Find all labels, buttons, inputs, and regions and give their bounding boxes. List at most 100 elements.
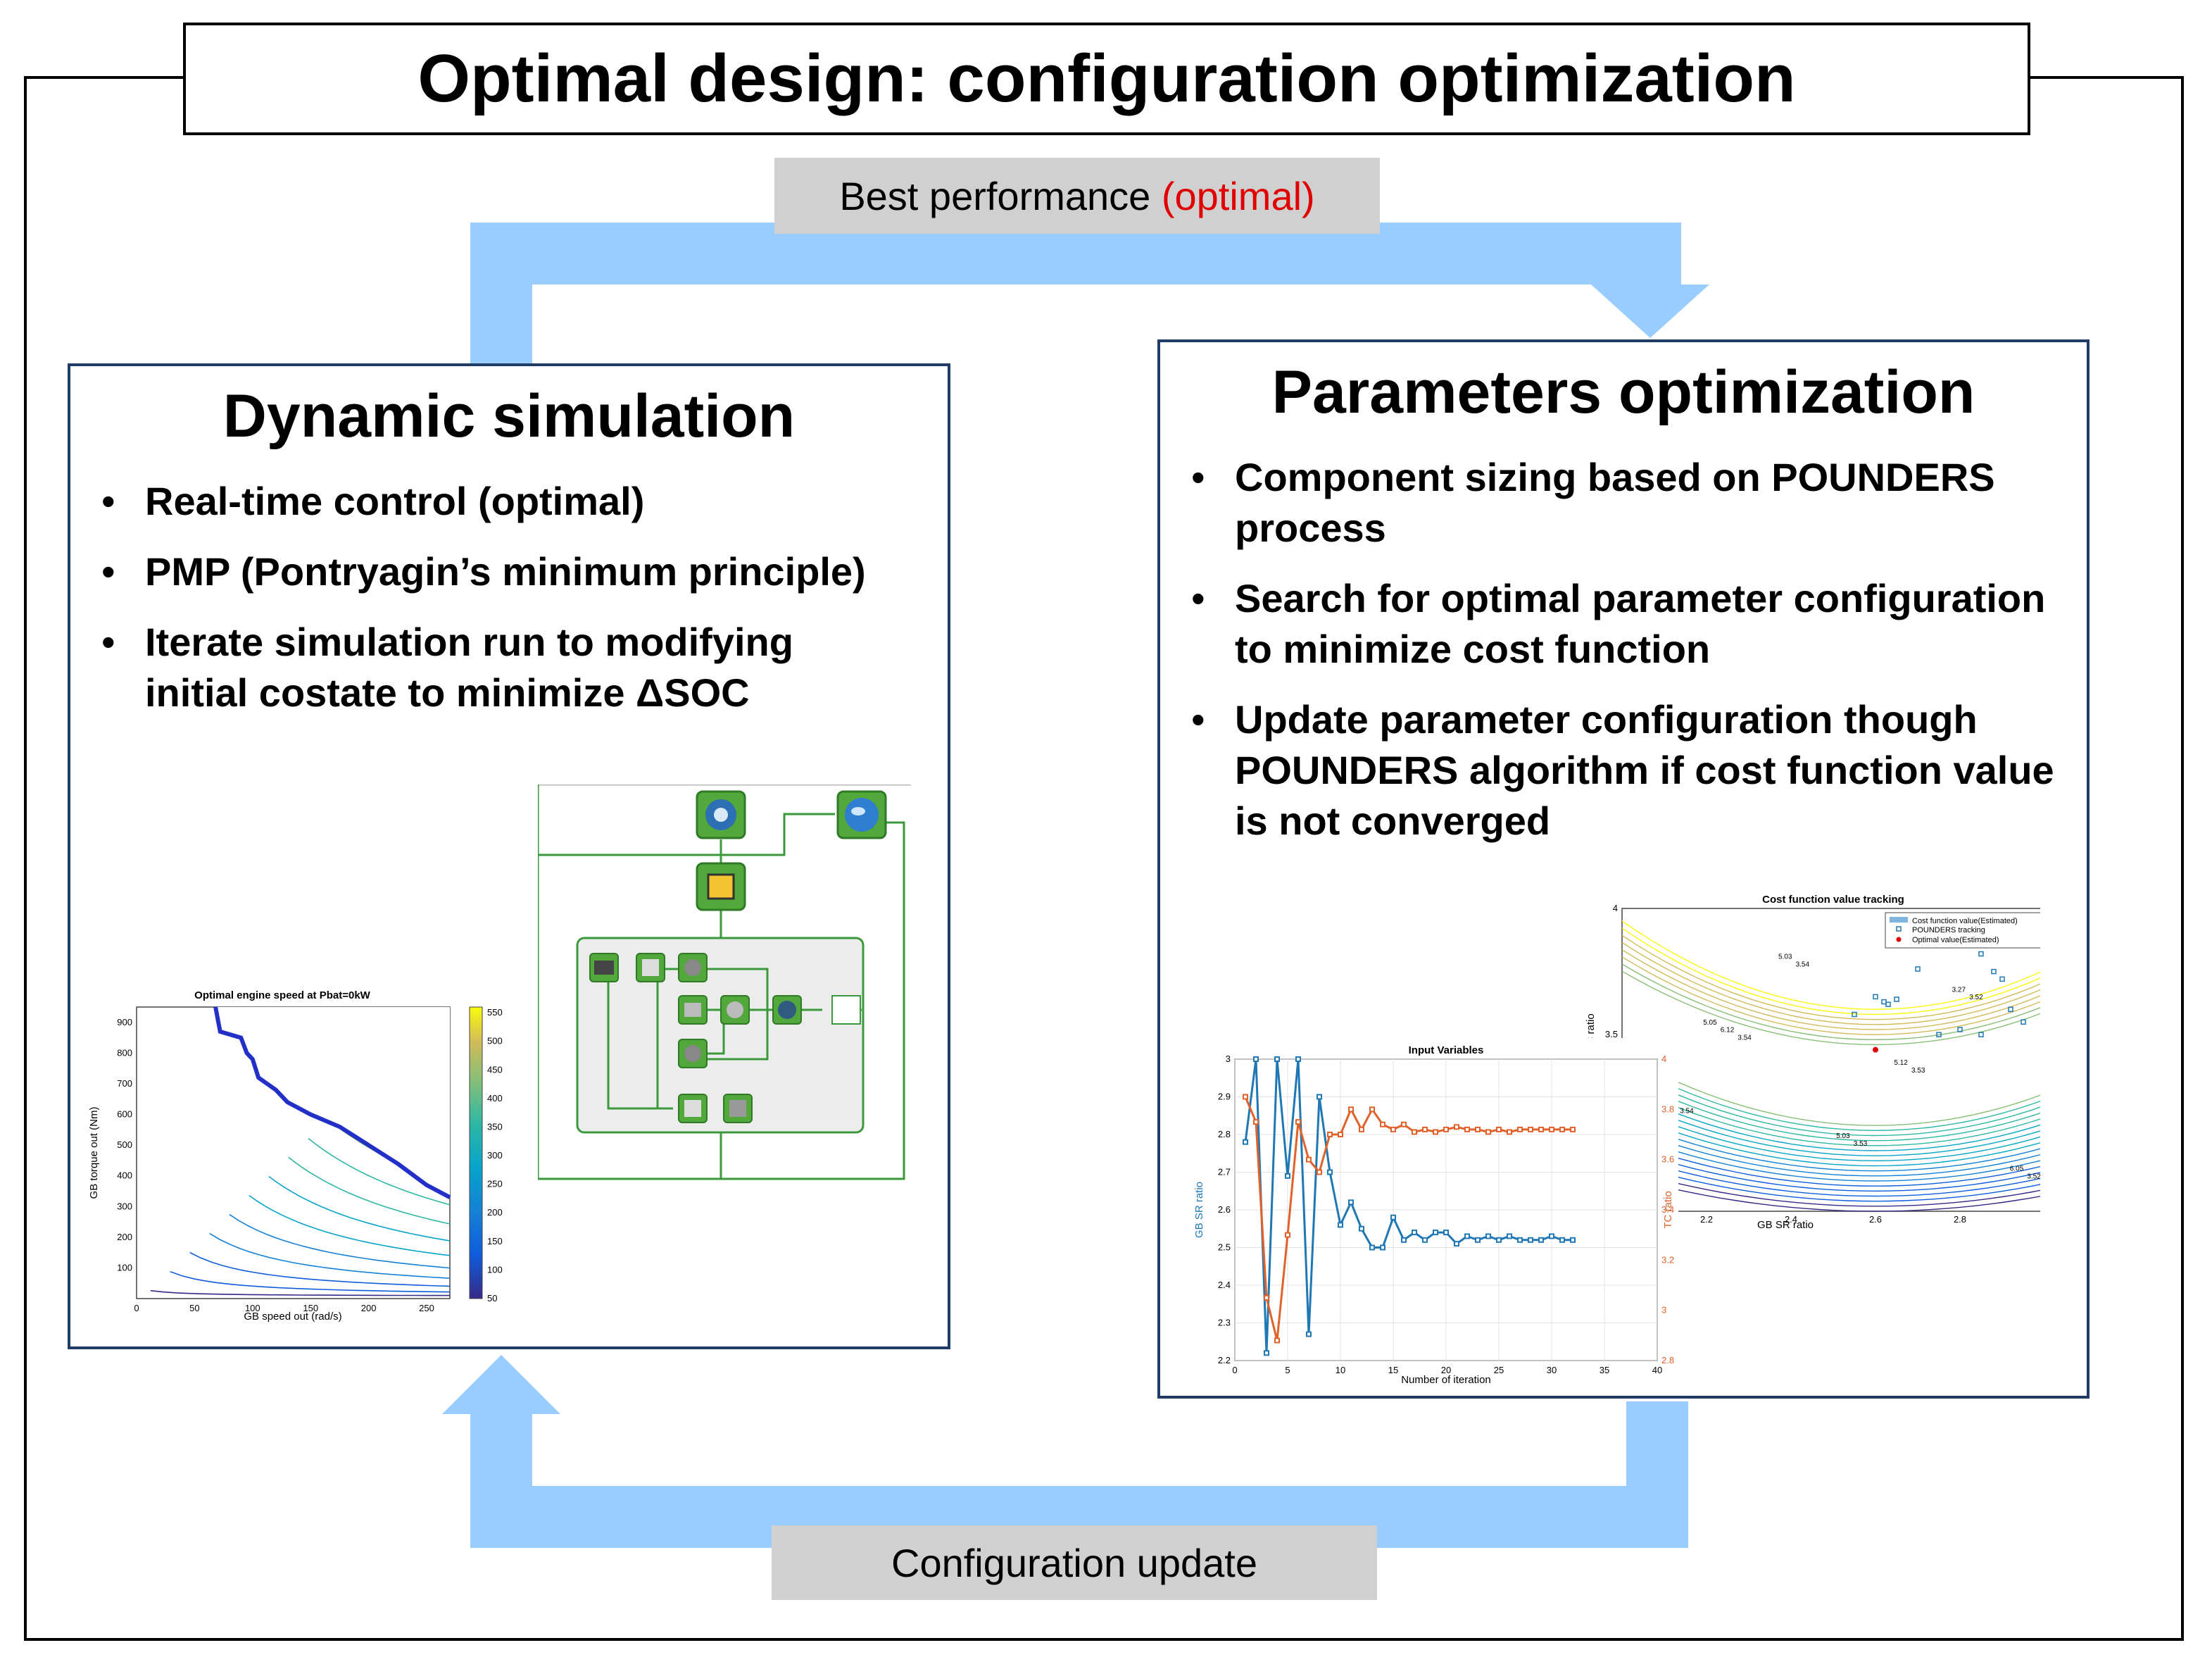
input-series-point bbox=[1496, 1126, 1502, 1132]
input-series-point bbox=[1443, 1230, 1449, 1236]
input-y-tick: 2.2 bbox=[1218, 1355, 1231, 1365]
bullet-item: Search for optimal parameter configurati… bbox=[1188, 573, 2059, 675]
best-performance-banner: Best performance (optimal) bbox=[774, 158, 1380, 234]
heatmap-y-tick: 300 bbox=[117, 1201, 132, 1211]
bottom-arrow-left-riser bbox=[470, 1408, 532, 1548]
input-y-tick: 2.9 bbox=[1218, 1092, 1231, 1102]
cost-point bbox=[1991, 968, 1997, 975]
input-series-point bbox=[1316, 1169, 1322, 1175]
cost-point bbox=[2008, 1006, 2013, 1013]
simulation-block-diagram bbox=[538, 785, 911, 1180]
input-series-point bbox=[1380, 1121, 1385, 1127]
cost-contour-line bbox=[1621, 1118, 2040, 1172]
input-series-point bbox=[1538, 1237, 1544, 1243]
input-series-point bbox=[1559, 1126, 1565, 1132]
input-series-point bbox=[1253, 1119, 1259, 1125]
input-series-point bbox=[1559, 1237, 1565, 1243]
dynamic-simulation-panel: Dynamic simulation Real-time control (op… bbox=[68, 363, 950, 1349]
input-series-point bbox=[1306, 1331, 1312, 1337]
heatmap-colorbar-tick: 100 bbox=[487, 1264, 503, 1275]
cost-optimal-marker bbox=[1873, 1046, 1878, 1053]
input-series-point bbox=[1475, 1126, 1481, 1132]
heatmap-colorbar-tick: 400 bbox=[487, 1093, 503, 1104]
input-series-point bbox=[1295, 1119, 1301, 1125]
heatmap-y-tick: 700 bbox=[117, 1078, 132, 1089]
input-y2-tick: 3.8 bbox=[1661, 1104, 1674, 1114]
input-series-point bbox=[1274, 1056, 1280, 1062]
heatmap-y-tick: 200 bbox=[117, 1232, 132, 1242]
input-series-point bbox=[1338, 1222, 1343, 1228]
cost-legend: Cost function value(Estimated) POUNDERS … bbox=[1885, 912, 2040, 949]
input-x-tick: 30 bbox=[1547, 1365, 1557, 1375]
input-series-point bbox=[1422, 1126, 1428, 1132]
input-y-tick: 2.4 bbox=[1218, 1280, 1231, 1290]
input-series-point bbox=[1348, 1199, 1354, 1206]
input-x-tick: 20 bbox=[1441, 1365, 1451, 1375]
input-series-point bbox=[1285, 1232, 1290, 1238]
cost-optimal-point bbox=[1873, 1046, 1878, 1053]
cost-contour-line bbox=[1621, 1096, 2040, 1156]
heatmap-x-tick: 0 bbox=[134, 1303, 139, 1313]
input-series-point bbox=[1243, 1094, 1248, 1100]
heatmap-contour-line bbox=[268, 1175, 451, 1242]
cost-contour-label: 3.54 bbox=[1737, 1034, 1752, 1042]
cost-point bbox=[1885, 1001, 1891, 1007]
heatmap-contour-line bbox=[229, 1213, 451, 1269]
input-series-point bbox=[1496, 1237, 1502, 1243]
input-series-point bbox=[1538, 1126, 1544, 1132]
input-series-point bbox=[1316, 1094, 1322, 1100]
cost-point bbox=[1915, 966, 1921, 972]
input-series-point bbox=[1338, 1132, 1343, 1137]
input-series-point bbox=[1570, 1237, 1576, 1243]
bullet-item: PMP (Pontryagin’s minimum principle) bbox=[99, 546, 943, 597]
cost-contour-label: 3.53 bbox=[1911, 1067, 1925, 1075]
input-series-point bbox=[1443, 1126, 1449, 1132]
cost-pounders-points bbox=[1852, 951, 2026, 1037]
cost-title: Cost function value tracking bbox=[1762, 894, 1904, 906]
input-y-tick: 2.7 bbox=[1218, 1167, 1231, 1177]
input-series-point bbox=[1464, 1126, 1470, 1132]
input-series-point bbox=[1285, 1173, 1290, 1179]
cost-contour-line bbox=[1621, 1132, 2040, 1182]
banner-text: Best performance bbox=[839, 173, 1151, 218]
heatmap-envelope bbox=[215, 1007, 450, 1198]
heatmap-colorbar-tick: 350 bbox=[487, 1121, 503, 1132]
input-series-point bbox=[1274, 1337, 1280, 1344]
input-series-point bbox=[1475, 1237, 1481, 1243]
cost-contour-line bbox=[1621, 927, 2040, 1015]
legend-entry: Optimal value(Estimated) bbox=[1912, 936, 1999, 944]
cost-contour-line bbox=[1621, 1175, 2040, 1212]
heatmap-y-tick: 100 bbox=[117, 1262, 132, 1273]
bullet-item: Real-time control (optimal) bbox=[99, 476, 943, 527]
bullet-item: Iterate simulation run to modifying init… bbox=[99, 617, 891, 718]
input-title: Input Variables bbox=[1409, 1044, 1484, 1056]
heatmap-colorbar-tick: 200 bbox=[487, 1207, 503, 1218]
input-x-tick: 10 bbox=[1336, 1365, 1345, 1375]
cost-contour-label: 5.03 bbox=[1778, 954, 1792, 961]
heatmap-contour-line bbox=[209, 1232, 451, 1279]
input-series-point bbox=[1507, 1129, 1512, 1135]
cost-plot-area bbox=[1621, 908, 2040, 1212]
cost-contour-label: 6.05 bbox=[2010, 1165, 2024, 1173]
input-series-point bbox=[1517, 1237, 1523, 1243]
cost-function-chart: Cost function value tracking 3.53 3.54 3.5… bbox=[1585, 894, 2040, 1231]
bullet-item: Component sizing based on POUNDERS proce… bbox=[1188, 452, 2059, 554]
cost-contour-line bbox=[1621, 1054, 2040, 1126]
parameters-optimization-title: Parameters optimization bbox=[1271, 358, 1975, 426]
parameters-optimization-bullets: Component sizing based on POUNDERS proce… bbox=[1188, 452, 2075, 866]
heatmap-x-tick: 250 bbox=[419, 1303, 434, 1313]
heatmap-contour-line bbox=[189, 1251, 451, 1287]
cost-contour-line bbox=[1621, 949, 2040, 1030]
cost-x-tick: 2.8 bbox=[1954, 1214, 1966, 1225]
input-y-tick: 2.3 bbox=[1218, 1318, 1231, 1328]
input-series-point bbox=[1549, 1233, 1554, 1239]
cost-contour-line bbox=[1621, 1168, 2040, 1207]
cost-contour-line bbox=[1621, 1104, 2040, 1162]
cost-y-tick: 3.5 bbox=[1605, 1029, 1618, 1039]
cost-point bbox=[1978, 1032, 1984, 1037]
cost-x-tick: 2.4 bbox=[1785, 1214, 1797, 1225]
input-series-point bbox=[1264, 1350, 1269, 1356]
input-series-point bbox=[1485, 1233, 1491, 1239]
cost-contour-label: 3.52 bbox=[1969, 994, 1983, 1001]
